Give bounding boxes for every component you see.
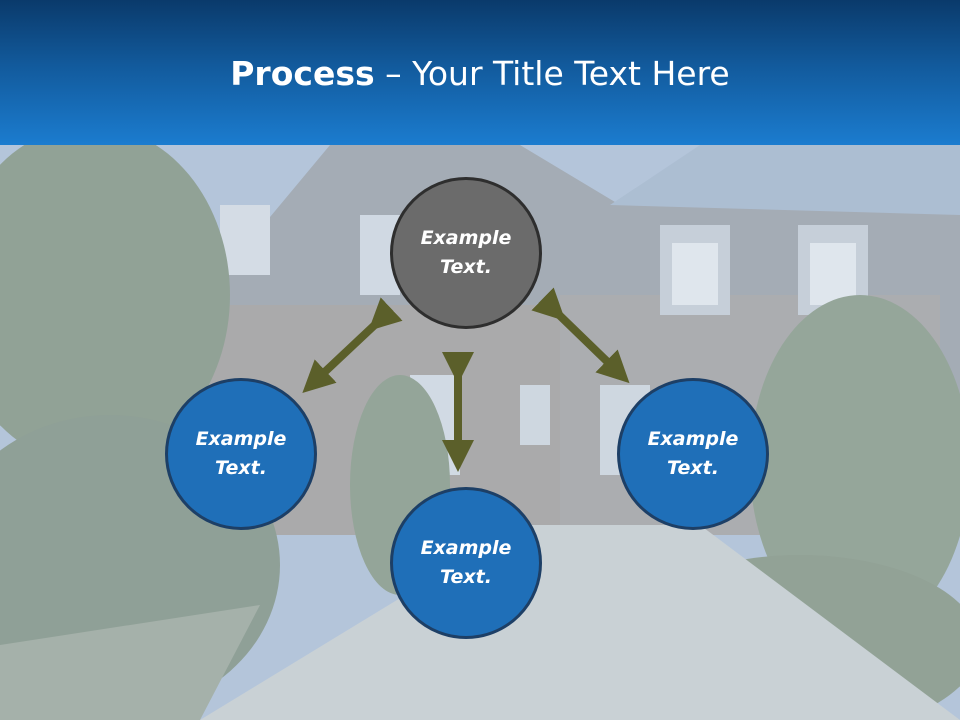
- node-bottom: Example Text.: [390, 487, 542, 639]
- slide-title: Process – Your Title Text Here: [0, 52, 960, 96]
- arrow-center-left: [302, 297, 403, 393]
- node-left-label: Example Text.: [195, 428, 287, 479]
- node-left: Example Text.: [165, 378, 317, 530]
- slide-title-bold: Process: [230, 54, 375, 93]
- node-right: Example Text.: [617, 378, 769, 530]
- node-center: Example Text.: [390, 177, 542, 329]
- arrow-center-right: [531, 287, 630, 384]
- node-bottom-label: Example Text.: [420, 537, 512, 588]
- header-banner: Process – Your Title Text Here: [0, 0, 960, 145]
- node-center-label: Example Text.: [420, 227, 512, 278]
- node-right-label: Example Text.: [647, 428, 739, 479]
- slide-title-rest: – Your Title Text Here: [374, 54, 730, 93]
